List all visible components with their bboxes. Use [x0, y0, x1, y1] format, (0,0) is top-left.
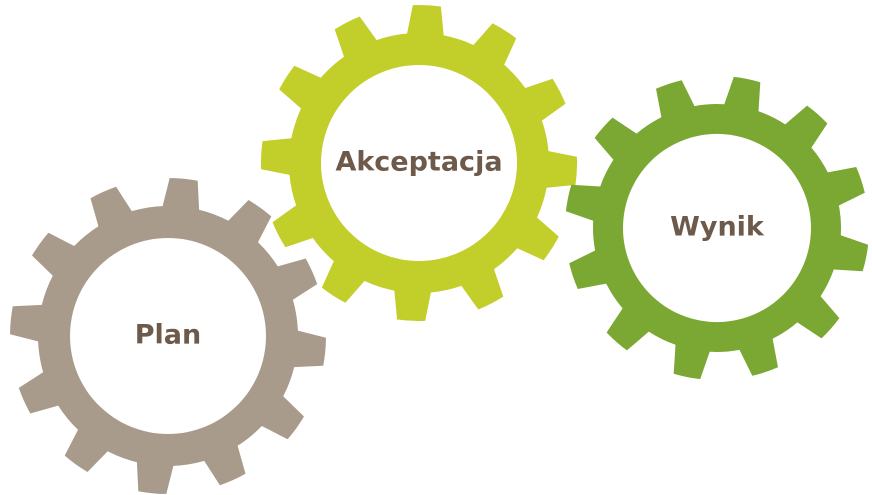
- gear-akceptacja: Akceptacja: [260, 4, 578, 322]
- gear-akceptacja-label: Akceptacja: [335, 147, 502, 178]
- gear-wynik-shape: [565, 76, 869, 380]
- gear-wynik: Wynik: [565, 76, 869, 380]
- gear-plan-shape: [10, 178, 326, 494]
- gear-plan: Plan: [10, 178, 326, 494]
- gear-plan-label: Plan: [135, 320, 202, 351]
- gear-akceptacja-shape: [260, 4, 578, 322]
- gear-wynik-label: Wynik: [670, 212, 765, 243]
